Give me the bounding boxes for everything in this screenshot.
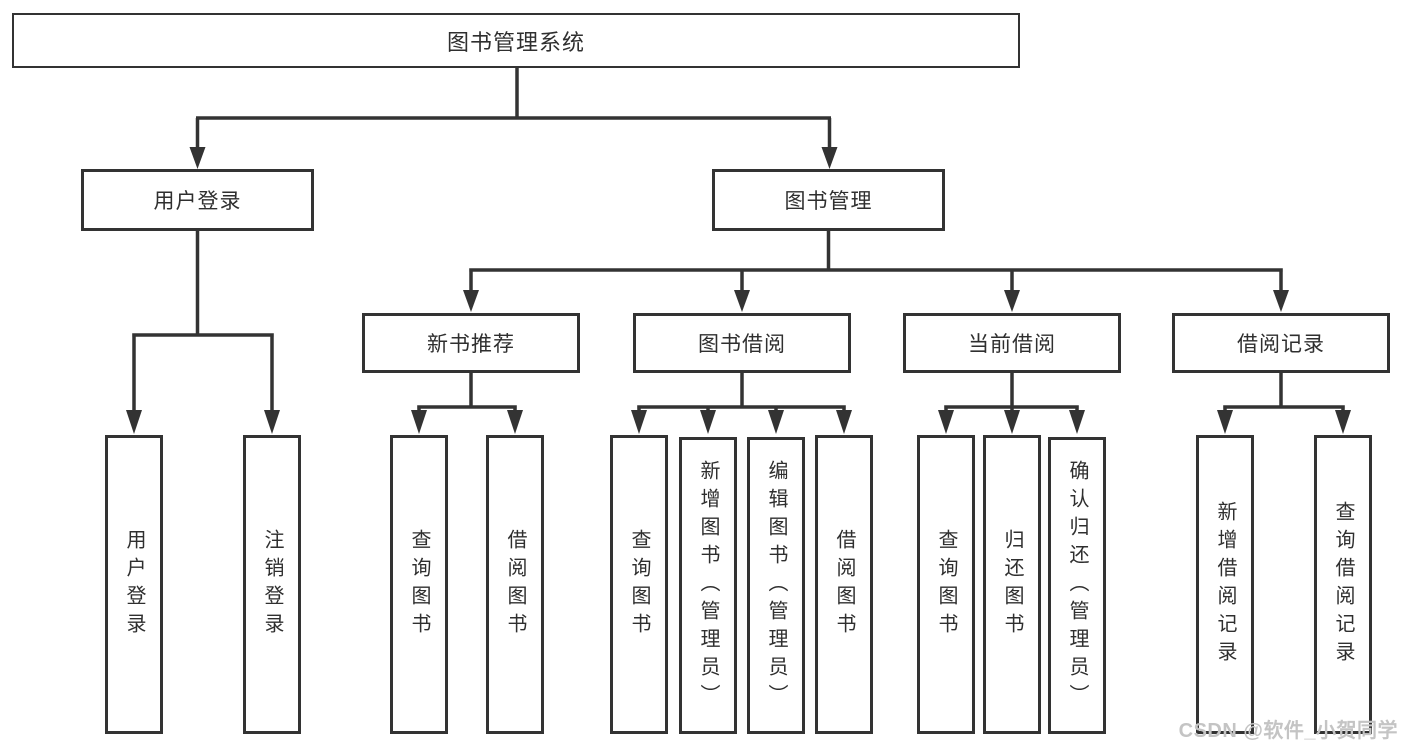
arrowhead-book-borrowing xyxy=(734,290,750,312)
node-current-borrowing: 当前借阅 xyxy=(903,313,1121,373)
leaf-query-books-recommend-label: 查询图书 xyxy=(408,528,430,641)
arrowhead-leaf-add-books xyxy=(700,410,716,434)
leaf-borrow-books-borrowing-label: 借阅图书 xyxy=(833,528,855,641)
connector-current-borrowing-to-leaves xyxy=(944,373,1079,412)
node-new-book-recommendation-label: 新书推荐 xyxy=(427,333,515,356)
node-book-borrowing: 图书借阅 xyxy=(633,313,851,373)
connector-book-borrowing-to-leaves xyxy=(637,373,846,412)
node-book-borrowing-label: 图书借阅 xyxy=(698,333,786,356)
arrowhead-leaf-query-borrow-record xyxy=(1335,410,1351,434)
arrowhead-leaf-return-books xyxy=(1004,410,1020,434)
arrowhead-leaf-borrow-books-2 xyxy=(836,410,852,434)
node-user-login-branch-label: 用户登录 xyxy=(153,190,242,213)
arrowhead-current-borrowing xyxy=(1004,290,1020,312)
leaf-logout-label: 注销登录 xyxy=(261,528,283,641)
arrowhead-leaf-query-books-3 xyxy=(938,410,954,434)
arrowhead-book-management xyxy=(821,147,838,169)
leaf-logout: 注销登录 xyxy=(243,435,301,734)
arrowhead-leaf-edit-books xyxy=(768,410,784,434)
connector-root-to-level2 xyxy=(195,68,832,149)
leaf-query-books-recommend: 查询图书 xyxy=(390,435,448,734)
leaf-query-books-current-label: 查询图书 xyxy=(935,528,957,641)
leaf-add-borrow-record: 新增借阅记录 xyxy=(1196,435,1254,734)
arrowhead-new-book-recommendation xyxy=(463,290,479,312)
arrowhead-leaf-logout xyxy=(264,410,280,434)
node-root: 图书管理系统 xyxy=(12,13,1020,68)
leaf-add-borrow-record-label: 新增借阅记录 xyxy=(1214,500,1236,669)
leaf-add-books-admin: 新增图书（管理员） xyxy=(679,437,737,734)
connector-new-book-recommendation-to-leaves xyxy=(417,373,517,412)
leaf-query-borrow-record: 查询借阅记录 xyxy=(1314,435,1372,734)
leaf-return-books: 归还图书 xyxy=(983,435,1041,734)
node-new-book-recommendation: 新书推荐 xyxy=(362,313,580,373)
node-borrowing-records: 借阅记录 xyxy=(1172,313,1390,373)
arrowhead-leaf-add-borrow-record xyxy=(1217,410,1233,434)
node-book-management-branch: 图书管理 xyxy=(712,169,945,231)
leaf-edit-books-admin: 编辑图书（管理员） xyxy=(747,437,805,734)
leaf-user-login-label: 用户登录 xyxy=(123,528,145,641)
node-book-management-branch-label: 图书管理 xyxy=(784,190,873,213)
node-borrowing-records-label: 借阅记录 xyxy=(1237,333,1325,356)
leaf-query-books-current: 查询图书 xyxy=(917,435,975,734)
arrowhead-leaf-query-books-2 xyxy=(631,410,647,434)
leaf-query-borrow-record-label: 查询借阅记录 xyxy=(1332,500,1354,669)
leaf-borrow-books-borrowing: 借阅图书 xyxy=(815,435,873,734)
arrowhead-leaf-user-login xyxy=(126,410,142,434)
node-user-login-branch: 用户登录 xyxy=(81,169,314,231)
connector-user-login-to-leaves xyxy=(132,231,274,412)
csdn-watermark: CSDN @软件_小贺同学 xyxy=(1178,720,1398,742)
leaf-confirm-return-admin: 确认归还（管理员） xyxy=(1048,437,1106,734)
leaf-borrow-books-recommend: 借阅图书 xyxy=(486,435,544,734)
arrowhead-leaf-confirm-return xyxy=(1069,410,1085,434)
arrowhead-leaf-borrow-books-1 xyxy=(507,410,523,434)
connector-borrowing-records-to-leaves xyxy=(1223,373,1345,412)
arrowhead-user-login xyxy=(189,147,206,169)
leaf-user-login: 用户登录 xyxy=(105,435,163,734)
node-current-borrowing-label: 当前借阅 xyxy=(968,333,1056,356)
leaf-borrow-books-recommend-label: 借阅图书 xyxy=(504,528,526,641)
arrowhead-borrowing-records xyxy=(1273,290,1289,312)
leaf-add-books-admin-label: 新增图书（管理员） xyxy=(697,459,719,712)
node-root-label: 图书管理系统 xyxy=(446,29,585,55)
leaf-query-books-borrowing-label: 查询图书 xyxy=(628,528,650,641)
leaf-return-books-label: 归还图书 xyxy=(1001,528,1023,641)
connector-book-management-to-groups xyxy=(469,231,1283,291)
leaf-confirm-return-admin-label: 确认归还（管理员） xyxy=(1066,459,1088,712)
arrowhead-leaf-query-books-1 xyxy=(411,410,427,434)
leaf-query-books-borrowing: 查询图书 xyxy=(610,435,668,734)
leaf-edit-books-admin-label: 编辑图书（管理员） xyxy=(765,459,787,712)
